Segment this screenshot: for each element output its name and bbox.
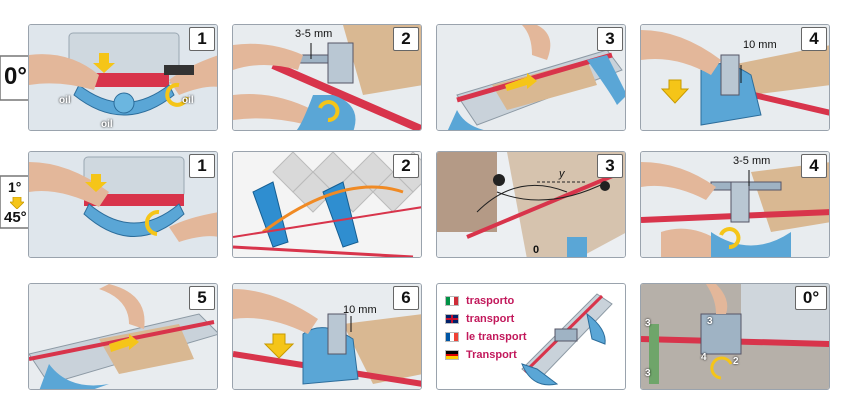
step-number: 2 — [393, 154, 419, 178]
gap-label: 3-5 mm — [295, 28, 333, 40]
step-number: 6 — [393, 286, 419, 310]
flag-icon-it — [445, 296, 459, 306]
step-panel-row1-3: 3 — [436, 24, 626, 131]
step-number: 1 — [189, 27, 215, 51]
callout-label: 3 — [707, 316, 713, 327]
tile-cutter-illustration — [521, 293, 613, 386]
step-panel-row2-4: 3-5 mm 4 — [640, 151, 830, 258]
step-number: 4 — [801, 154, 827, 178]
angle-label-1: 1° — [8, 179, 22, 195]
gap-label: 3-5 mm — [733, 155, 771, 167]
callout-label: 3 — [645, 318, 651, 329]
step-number: 4 — [801, 27, 827, 51]
angle-label-0: 0° — [4, 63, 27, 90]
oil-label: oil — [59, 95, 71, 106]
arrow-down-icon — [10, 197, 24, 209]
legend-label: Transport — [466, 349, 517, 361]
step-panel-row2-1: 1 — [28, 151, 218, 258]
flag-icon-en — [445, 314, 459, 324]
oil-label: oil — [101, 119, 113, 130]
legend-item-de: Transport — [445, 346, 527, 364]
y-label: y — [559, 168, 565, 180]
step-number: 5 — [189, 286, 215, 310]
distance-label: 10 mm — [343, 304, 377, 316]
step-panel-row1-4: 10 mm 4 — [640, 24, 830, 131]
legend-label: le transport — [466, 331, 527, 343]
flag-icon-de — [445, 350, 459, 360]
legend-label: trasporto — [466, 295, 515, 307]
transport-panel: trasporto transport le transport Transpo… — [436, 283, 626, 390]
zero-label: 0 — [533, 244, 540, 256]
step-panel-row1-2: 3-5 mm 2 — [232, 24, 422, 131]
step-panel-row3-5: 5 — [28, 283, 218, 390]
transport-legend: trasporto transport le transport Transpo… — [445, 292, 527, 364]
legend-label: transport — [466, 313, 515, 325]
step-panel-row2-2: 2 — [232, 151, 422, 258]
distance-label: 10 mm — [743, 39, 777, 51]
legend-item-en: transport — [445, 310, 527, 328]
step-panel-row3-0deg: 3 3 4 2 3 0° — [640, 283, 830, 390]
callout-label: 2 — [733, 356, 739, 367]
step-number: 2 — [393, 27, 419, 51]
flag-icon-fr — [445, 332, 459, 342]
step-number: 1 — [189, 154, 215, 178]
angle-label-45: 45° — [4, 209, 27, 226]
callout-label: 4 — [701, 352, 707, 363]
legend-item-fr: le transport — [445, 328, 527, 346]
step-panel-row1-1: oil oil oil 1 — [28, 24, 218, 131]
step-panel-row2-3: y 0 3 — [436, 151, 626, 258]
legend-item-it: trasporto — [445, 292, 527, 310]
callout-label: 3 — [645, 368, 651, 379]
oil-label: oil — [182, 95, 194, 106]
step-number: 3 — [597, 27, 623, 51]
step-panel-row3-6: 10 mm 6 — [232, 283, 422, 390]
step-number: 3 — [597, 154, 623, 178]
step-number: 0° — [795, 286, 827, 310]
